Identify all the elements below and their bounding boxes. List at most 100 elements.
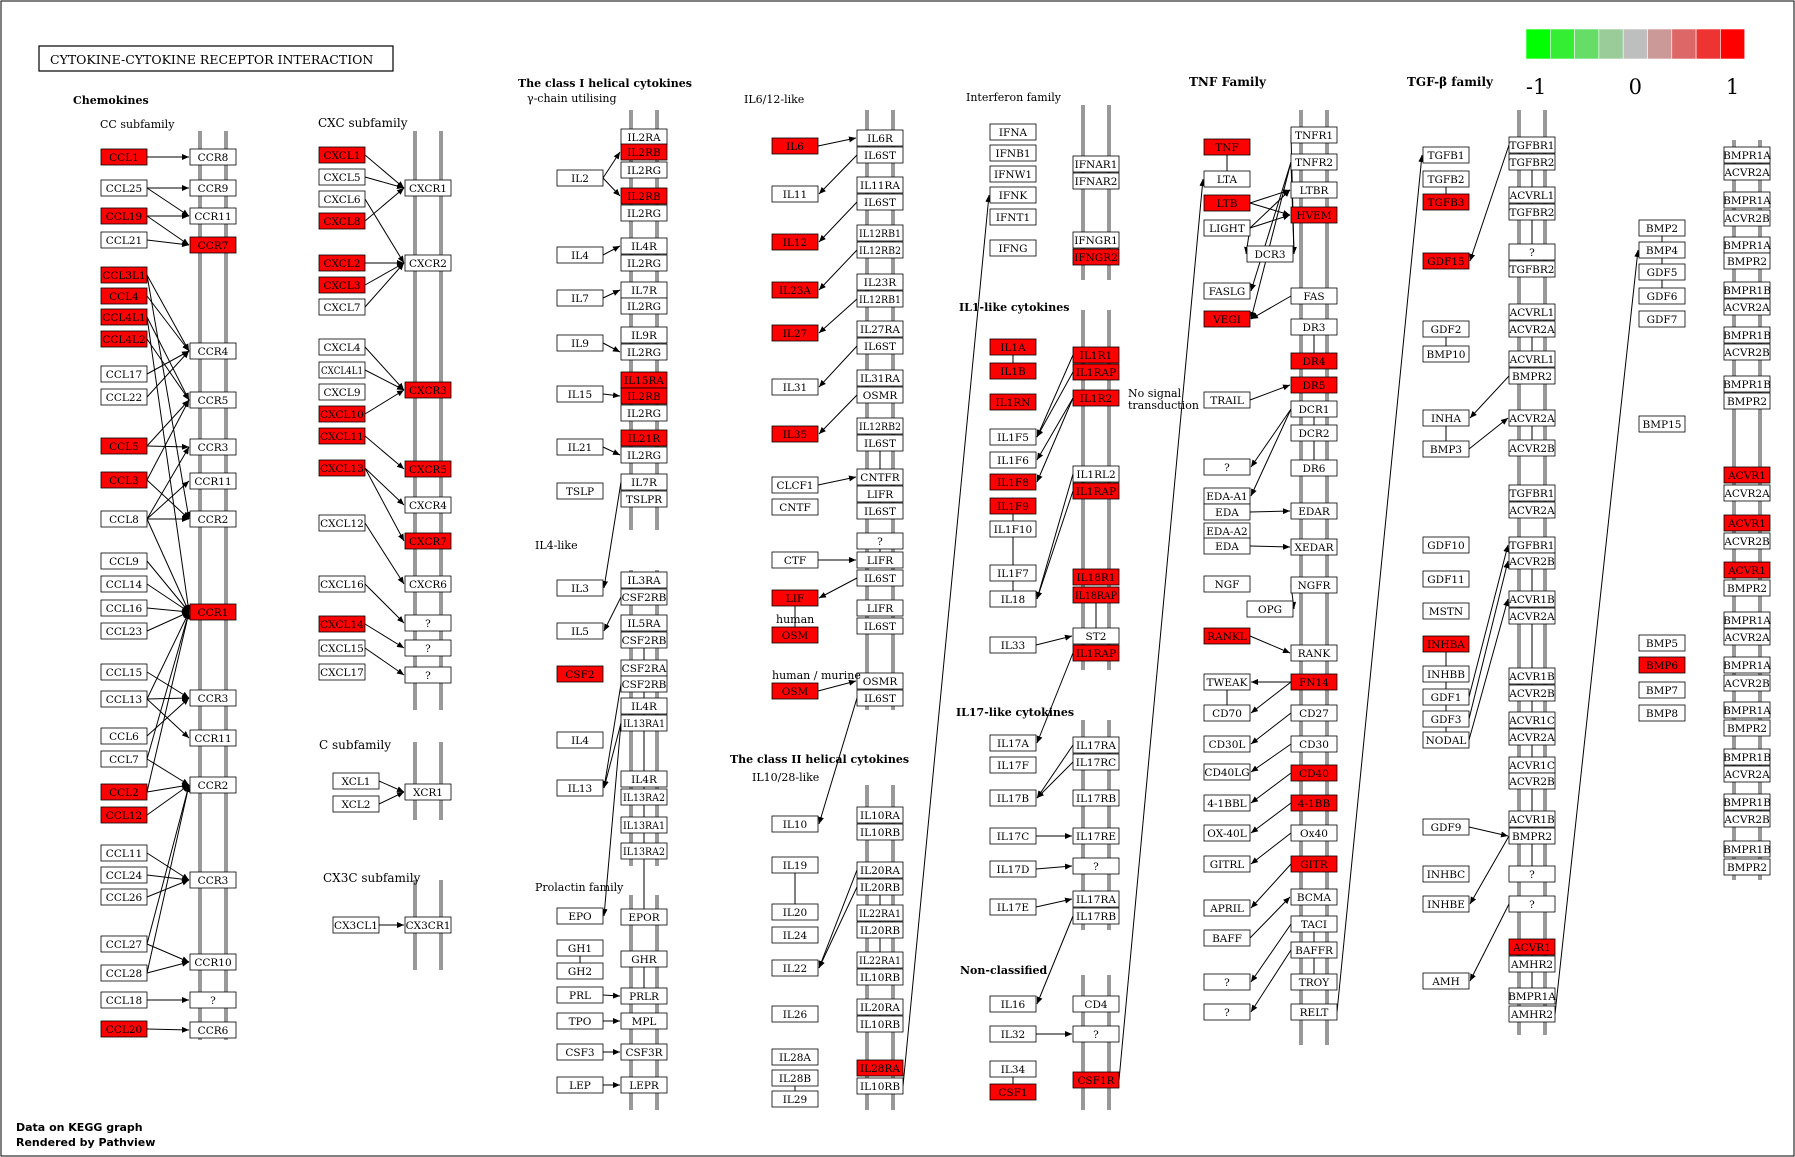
gene-node-unknown[interactable]: ? [189,991,237,1009]
gene-node-il2rb[interactable]: IL2RB [620,187,668,205]
gene-node-amhr2[interactable]: AMHR2 [1508,1005,1556,1023]
gene-node-unknown[interactable]: ? [1203,458,1251,476]
gene-node-il28b[interactable]: IL28B [771,1069,819,1087]
gene-node-il2rg[interactable]: IL2RG [620,446,668,464]
gene-node-bmp3[interactable]: BMP3 [1422,440,1470,458]
gene-node-ltbr[interactable]: LTBR [1290,181,1338,199]
gene-node-bmpr1b[interactable]: BMPR1B [1723,375,1771,393]
gene-node-troy[interactable]: TROY [1290,973,1338,991]
gene-node-ox-40l[interactable]: OX-40L [1203,824,1251,842]
gene-node-il22ra1[interactable]: IL22RA1 [856,951,904,969]
gene-node-il2rg[interactable]: IL2RG [620,297,668,315]
gene-node-cxcr2[interactable]: CXCR2 [404,254,452,272]
gene-node-il28ra[interactable]: IL28RA [856,1059,904,1077]
gene-node-tnf[interactable]: TNF [1203,138,1251,156]
gene-node-ccl17[interactable]: CCL17 [100,365,148,383]
gene-node-april[interactable]: APRIL [1203,899,1251,917]
gene-node-cxcl7[interactable]: CXCL7 [318,298,366,316]
gene-node-unknown[interactable]: ? [1508,895,1556,913]
gene-node-acvr2b[interactable]: ACVR2B [1508,684,1556,702]
gene-node-il5[interactable]: IL5 [556,622,604,640]
gene-node-inhbc[interactable]: INHBC [1422,865,1470,883]
gene-node-dcr1[interactable]: DCR1 [1290,400,1338,418]
gene-node-cx3cr1[interactable]: CX3CR1 [404,916,452,934]
gene-node-acvr2b[interactable]: ACVR2B [1723,532,1771,550]
gene-node-bmp7[interactable]: BMP7 [1638,681,1686,699]
gene-node-ccr2[interactable]: CCR2 [189,510,237,528]
gene-node-unknown[interactable]: ? [404,614,452,632]
gene-node-cntfr[interactable]: CNTFR [856,468,904,486]
gene-node-il13ra1[interactable]: IL13RA1 [620,714,668,732]
gene-node-il13ra2[interactable]: IL13RA2 [620,788,668,806]
gene-node-il18r1[interactable]: IL18R1 [1072,568,1120,586]
gene-node-ccr11[interactable]: CCR11 [189,207,237,225]
gene-node-il18rap[interactable]: IL18RAP [1072,586,1120,604]
gene-node-il33[interactable]: IL33 [989,636,1037,654]
gene-node-light[interactable]: LIGHT [1203,219,1251,237]
gene-node-il6st[interactable]: IL6ST [856,689,904,707]
gene-node-acvr2a[interactable]: ACVR2A [1723,628,1771,646]
gene-node-il6st[interactable]: IL6ST [856,617,904,635]
gene-node-ccr6[interactable]: CCR6 [189,1021,237,1039]
gene-node-ccl1[interactable]: CCL1 [100,148,148,166]
gene-node-il7r[interactable]: IL7R [620,473,668,491]
gene-node-bmp8[interactable]: BMP8 [1638,704,1686,722]
gene-node-fn14[interactable]: FN14 [1290,673,1338,691]
gene-node-bmpr2[interactable]: BMPR2 [1723,579,1771,597]
gene-node-il31ra[interactable]: IL31RA [856,369,904,387]
gene-node-unknown[interactable]: ? [404,639,452,657]
gene-node-tweak[interactable]: TWEAK [1203,673,1251,691]
gene-node-ccl11[interactable]: CCL11 [100,844,148,862]
gene-node-ifng[interactable]: IFNG [989,239,1037,257]
gene-node-ccr8[interactable]: CCR8 [189,148,237,166]
gene-node-il6st[interactable]: IL6ST [856,434,904,452]
gene-node-cd70[interactable]: CD70 [1203,704,1251,722]
gene-node-il17f[interactable]: IL17F [989,756,1037,774]
gene-node-ccr9[interactable]: CCR9 [189,179,237,197]
gene-node-tgfb3[interactable]: TGFB3 [1422,193,1470,211]
gene-node-il3ra[interactable]: IL3RA [620,571,668,589]
gene-node-dr5[interactable]: DR5 [1290,376,1338,394]
gene-node-cxcl2[interactable]: CXCL2 [318,254,366,272]
gene-node-bmpr2[interactable]: BMPR2 [1723,252,1771,270]
gene-node-il29[interactable]: IL29 [771,1090,819,1108]
gene-node-il1b[interactable]: IL1B [989,362,1037,380]
gene-node-il3[interactable]: IL3 [556,579,604,597]
gene-node-acvr2b[interactable]: ACVR2B [1723,674,1771,692]
gene-node-bmpr1b[interactable]: BMPR1B [1723,281,1771,299]
gene-node-tslpr[interactable]: TSLPR [620,490,668,508]
gene-node-il11ra[interactable]: IL11RA [856,176,904,194]
gene-node-csf3[interactable]: CSF3 [556,1043,604,1061]
gene-node-acvr2b[interactable]: ACVR2B [1508,772,1556,790]
gene-node-acvr2a[interactable]: ACVR2A [1723,484,1771,502]
gene-node-mstn[interactable]: MSTN [1422,602,1470,620]
gene-node-ccl24[interactable]: CCL24 [100,866,148,884]
gene-node-gdf1[interactable]: GDF1 [1422,688,1470,706]
gene-node-acvr1[interactable]: ACVR1 [1723,466,1771,484]
gene-node-il16[interactable]: IL16 [989,995,1037,1013]
gene-node-il18[interactable]: IL18 [989,590,1037,608]
gene-node-il17d[interactable]: IL17D [989,860,1037,878]
gene-node-ccr2[interactable]: CCR2 [189,776,237,794]
gene-node-cd40lg[interactable]: CD40LG [1203,763,1251,781]
gene-node-il13[interactable]: IL13 [556,779,604,797]
gene-node-cxcl11[interactable]: CXCL11 [318,427,366,445]
gene-node-ifnb1[interactable]: IFNB1 [989,144,1037,162]
gene-node-prlr[interactable]: PRLR [620,987,668,1005]
gene-node-il20rb[interactable]: IL20RB [856,921,904,939]
gene-node-gitrl[interactable]: GITRL [1203,855,1251,873]
gene-node-il17a[interactable]: IL17A [989,734,1037,752]
gene-node-tpo[interactable]: TPO [556,1012,604,1030]
gene-node-cd40[interactable]: CD40 [1290,764,1338,782]
gene-node-il35[interactable]: IL35 [771,425,819,443]
gene-node-ccl5[interactable]: CCL5 [100,437,148,455]
gene-node-bmpr1a[interactable]: BMPR1A [1723,236,1771,254]
gene-node-trail[interactable]: TRAIL [1203,391,1251,409]
gene-node-il24[interactable]: IL24 [771,926,819,944]
gene-node-gitr[interactable]: GITR [1290,855,1338,873]
gene-node-acvr1c[interactable]: ACVR1C [1508,756,1556,774]
gene-node-il17ra[interactable]: IL17RA [1072,736,1120,754]
gene-node-bmpr2[interactable]: BMPR2 [1508,367,1556,385]
gene-node-bcma[interactable]: BCMA [1290,888,1338,906]
gene-node-unknown[interactable]: ? [1203,973,1251,991]
